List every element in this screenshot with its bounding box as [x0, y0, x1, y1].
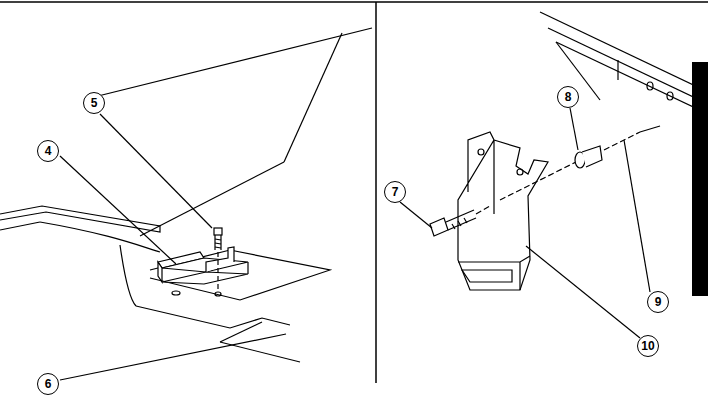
- callout-number: 7: [384, 181, 406, 203]
- callout-number: 5: [83, 92, 105, 114]
- callout-number: 6: [37, 373, 59, 395]
- callout-number: 8: [557, 86, 579, 108]
- callout-number: 4: [37, 140, 59, 162]
- callout-number: 9: [647, 291, 669, 313]
- callout-number: 10: [637, 335, 659, 357]
